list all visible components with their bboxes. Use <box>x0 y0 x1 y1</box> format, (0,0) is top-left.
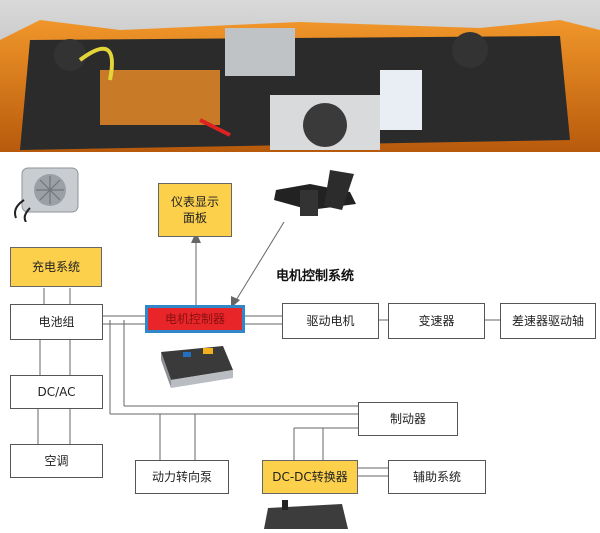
differential-driveshaft-box: 差速器驱动轴 <box>500 303 596 339</box>
battery-pack-box: 电池组 <box>10 304 103 340</box>
diagram-title: 电机控制系统 <box>276 269 355 284</box>
power-steering-pump-box: 动力转向泵 <box>135 460 229 494</box>
dcdc-converter-box: DC-DC转换器 <box>262 460 358 494</box>
engine-bay-photo <box>0 0 600 152</box>
brake-box: 制动器 <box>358 402 458 436</box>
dcac-converter-box: DC/AC <box>10 375 103 409</box>
motor-controller-photo <box>153 338 237 394</box>
drive-motor-box: 驱动电机 <box>282 303 379 339</box>
motor-controller-box: 电机控制器 <box>145 305 245 333</box>
auxiliary-system-box: 辅助系统 <box>388 460 486 494</box>
accelerator-pedal-photo <box>270 170 360 236</box>
charging-system-box: 充电系统 <box>10 247 102 287</box>
dcdc-converter-photo <box>262 500 352 529</box>
transmission-box: 变速器 <box>388 303 485 339</box>
instrument-panel-box: 仪表显示 面板 <box>158 183 232 237</box>
air-conditioner-box: 空调 <box>10 444 103 478</box>
charger-unit-photo <box>12 160 84 223</box>
